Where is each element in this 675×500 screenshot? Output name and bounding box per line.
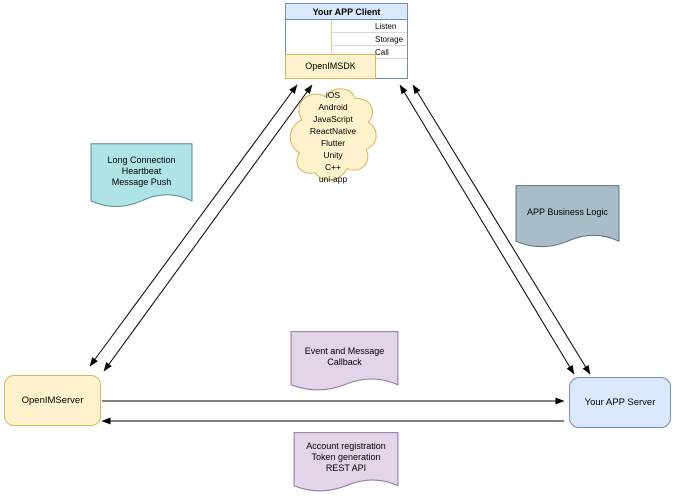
platform-unity: Unity xyxy=(323,149,343,160)
note-line: Token generation xyxy=(311,452,381,462)
note-line: Message Push xyxy=(111,176,172,187)
note-rest-api: Account registration Token generation RE… xyxy=(293,432,399,496)
note-event-callback: Event and Message Callback xyxy=(290,331,399,395)
note-line: Account registration xyxy=(306,441,386,451)
platform-ios: iOS xyxy=(325,89,341,100)
platform-reactnative: ReactNative xyxy=(309,125,357,136)
note-line: Heartbeat xyxy=(121,165,162,176)
platform-list: iOS Android JavaScript ReactNative Flutt… xyxy=(284,83,382,190)
your-app-server-node: Your APP Server xyxy=(569,377,671,428)
interface-storage: Storage xyxy=(332,33,407,46)
note-line: REST API xyxy=(325,463,367,473)
arrow-openimserver-sdk-1 xyxy=(89,84,298,367)
note-line: Long Connection xyxy=(107,154,176,165)
platform-uniapp: uni-app xyxy=(318,173,348,184)
note-line: Event and Message xyxy=(304,345,385,356)
note-line: Callback xyxy=(327,356,362,367)
platform-cloud: iOS Android JavaScript ReactNative Flutt… xyxy=(284,83,382,190)
platform-android: Android xyxy=(318,101,348,112)
your-app-client-node: Your APP Client Listen Storage Call Open… xyxy=(285,3,408,79)
document-shape xyxy=(293,432,399,496)
note-line: APP Business Logic xyxy=(527,206,608,217)
platform-javascript: JavaScript xyxy=(313,113,353,124)
openimsdk-node: OpenIMSDK xyxy=(285,54,376,79)
interface-listen: Listen xyxy=(332,20,407,33)
platform-cpp: C++ xyxy=(324,161,342,172)
note-app-business-logic: APP Business Logic xyxy=(515,185,620,252)
platform-flutter: Flutter xyxy=(320,137,346,148)
arrow-openimserver-sdk-2 xyxy=(103,84,313,372)
client-title: Your APP Client xyxy=(286,4,407,20)
note-long-connection: Long Connection Heartbeat Message Push xyxy=(90,143,193,212)
document-shape xyxy=(290,331,399,395)
openim-server-node: OpenIMServer xyxy=(4,375,101,426)
